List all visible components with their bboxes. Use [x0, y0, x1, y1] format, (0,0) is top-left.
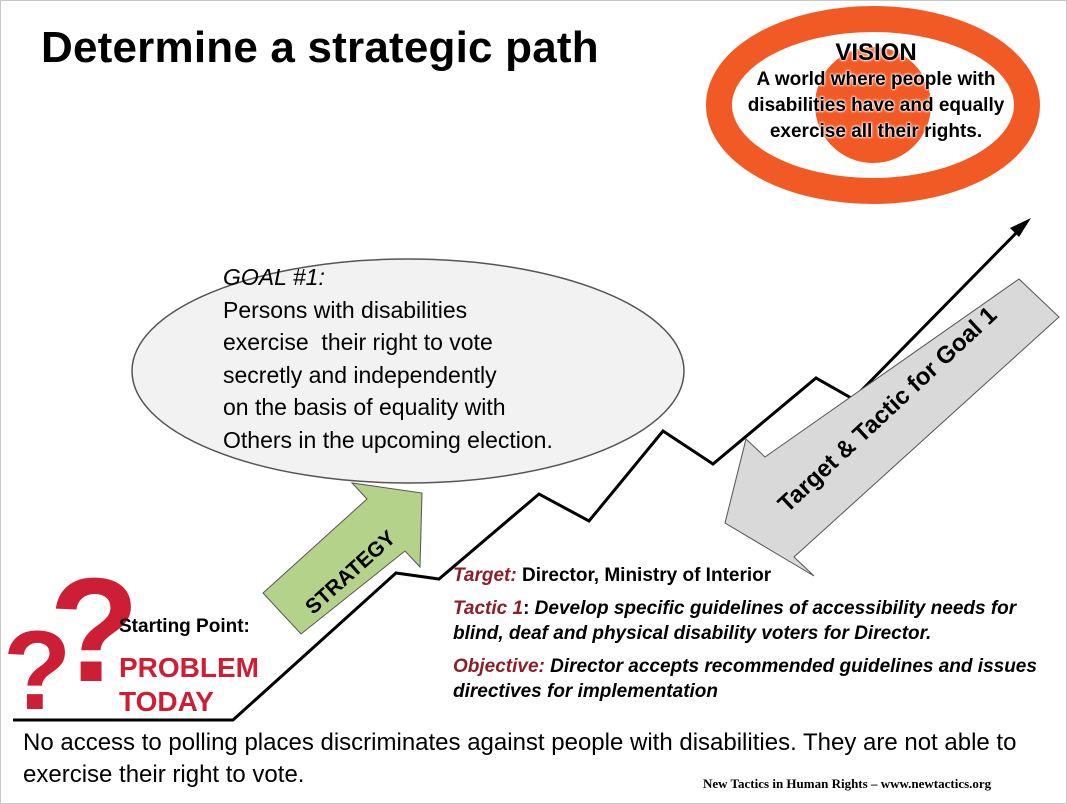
page-title: Determine a strategic path: [41, 23, 599, 72]
tactic-arrow: [724, 278, 1060, 577]
question-mark-icon: ?: [49, 548, 139, 713]
vision-text: VISION A world where people with disabil…: [723, 39, 1029, 145]
strategy-arrow: [262, 482, 423, 635]
goal-line: exercise their right to vote: [223, 329, 493, 355]
objective-text: Director accepts recommended guidelines …: [453, 656, 1037, 702]
target-text: Director, Ministry of Interior: [521, 565, 772, 586]
objective-row: Objective: Director accepts recommended …: [453, 654, 1053, 704]
eye-outline: [706, 6, 1040, 204]
target-tactic-details: Target: Director, Ministry of Interior T…: [453, 563, 1053, 712]
tactic-label: Tactic 1: [453, 598, 524, 619]
vision-line: A world where people with: [756, 69, 996, 90]
objective-label: Objective:: [453, 656, 545, 677]
credit-line: New Tactics in Human Rights – www.newtac…: [703, 776, 992, 791]
vision-line: disabilities have and equally: [747, 95, 1005, 116]
path-arrowhead: [1010, 218, 1031, 237]
eye-iris: [815, 47, 931, 163]
target-row: Target: Director, Ministry of Interior: [453, 563, 1053, 588]
goal-heading: GOAL #1:: [223, 264, 325, 290]
problem-line: TODAY: [119, 686, 214, 717]
goal-line: Others in the upcoming election.: [223, 426, 553, 453]
starting-point-label: Starting Point:: [119, 616, 250, 637]
goal-line: secretly and independently: [223, 361, 497, 388]
problem-today: PROBLEM TODAY: [119, 651, 259, 719]
vision-line: exercise all their rights.: [769, 121, 983, 142]
target-label: Target:: [453, 565, 517, 586]
strategic-path-line: [13, 224, 1025, 722]
problem-line: PROBLEM: [119, 652, 259, 683]
goal-line: Persons with disabilities: [223, 296, 468, 323]
goal-text: GOAL #1: Persons with disabilities exerc…: [223, 261, 643, 456]
tactic-text: Develop specific guidelines of accessibi…: [453, 598, 1017, 644]
tactic-row: Tactic 1: Develop specific guidelines of…: [453, 596, 1053, 646]
vision-heading: VISION: [835, 39, 917, 66]
goal-line: on the basis of equality with: [223, 394, 506, 420]
goal-ellipse: [131, 258, 685, 484]
question-mark-icon: ?: [3, 608, 71, 733]
tactic-colon: :: [523, 598, 535, 619]
problem-description: No access to polling places discriminate…: [23, 729, 1017, 788]
